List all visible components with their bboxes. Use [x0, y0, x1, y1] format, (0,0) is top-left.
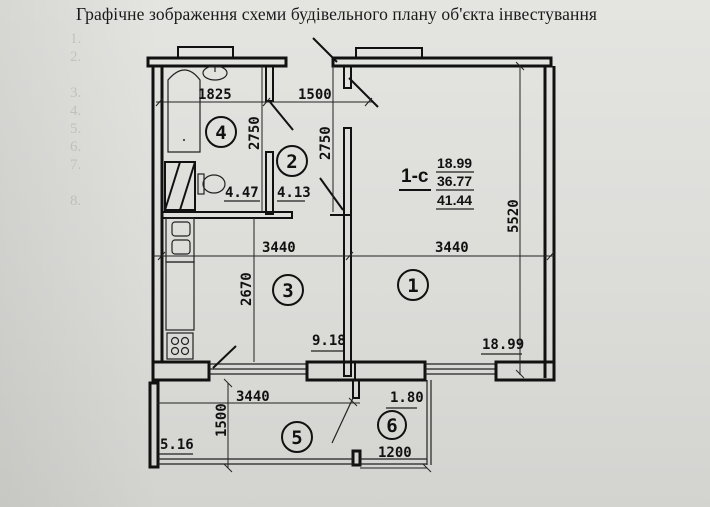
- dimension-lines: [153, 61, 555, 473]
- right-wall: [543, 66, 556, 378]
- usable-area: 36.77: [437, 173, 472, 189]
- door-living-top: [348, 77, 379, 108]
- living-area: 18.99: [437, 155, 472, 171]
- apartment-type: 1-c: [401, 166, 429, 187]
- bath-bottom-wall: [161, 211, 293, 219]
- area-room-3: 9.18: [312, 333, 346, 349]
- svg-text:6: 6: [386, 415, 397, 437]
- top-wall-right: [331, 47, 553, 68]
- dim-kitchen-width: 3440: [262, 240, 296, 256]
- area-room-1: 18.99: [482, 337, 524, 353]
- room-marker-6: 6: [377, 410, 407, 440]
- room-marker-3: 3: [272, 274, 304, 306]
- svg-text:5: 5: [291, 427, 302, 449]
- shadow: [0, 0, 160, 507]
- hall-partition: [343, 127, 352, 377]
- svg-text:1: 1: [407, 275, 418, 297]
- bath-partition: [265, 65, 274, 102]
- door-bath: [269, 101, 294, 131]
- dim-living-width: 3440: [435, 240, 469, 256]
- hall-partition-top: [343, 65, 352, 89]
- bleed-through-text: 1. 2. 3. 4. 5. 6. 7. 8.: [70, 30, 630, 210]
- dim-bath-width: 1825: [198, 87, 232, 103]
- top-wall-left: [146, 46, 288, 68]
- door-hall: [319, 177, 344, 211]
- svg-text:4: 4: [215, 122, 226, 144]
- kitchen-sink-icon: [165, 217, 195, 263]
- room-marker-1: 1: [397, 269, 429, 301]
- dim-kitchen-depth: 2670: [239, 272, 255, 306]
- left-wall: [151, 66, 164, 362]
- room-marker-5: 5: [281, 421, 313, 453]
- bathtub-icon: [167, 69, 201, 153]
- room-marker-2: 2: [276, 145, 308, 177]
- dim-living-depth: 5520: [506, 199, 522, 233]
- ghost-line: 1.: [70, 31, 82, 47]
- dim-loggia-width: 1200: [378, 445, 412, 461]
- dim-balcony-depth: 1500: [214, 403, 230, 437]
- dim-balcony-width: 3440: [236, 389, 270, 405]
- svg-text:3: 3: [282, 280, 293, 302]
- ghost-line: 7.: [70, 157, 82, 173]
- svg-text:2: 2: [286, 151, 297, 173]
- area-room-2: 4.13: [277, 185, 311, 201]
- ghost-line: 6.: [70, 139, 82, 155]
- balcony-outline: [148, 379, 432, 469]
- dim-hall-width: 1500: [298, 87, 332, 103]
- stove-icon: [166, 332, 194, 360]
- page-title: Графічне зображення схеми будівельного п…: [76, 4, 598, 24]
- toilet-icon: [197, 173, 226, 195]
- door-kitchen-balcony: [212, 345, 237, 369]
- countertop: [165, 261, 195, 331]
- balcony-arrow: [331, 397, 354, 444]
- washing-machine-icon: [164, 161, 196, 211]
- sink-icon: [202, 65, 228, 81]
- ghost-line: 2.: [70, 49, 82, 65]
- ghost-line: 4.: [70, 103, 82, 119]
- bath-partition-lower: [265, 151, 274, 215]
- area-room-4: 4.47: [225, 185, 259, 201]
- area-room-6: 1.80: [390, 390, 424, 406]
- ghost-line: 8.: [70, 193, 82, 209]
- ghost-line: 5.: [70, 121, 82, 137]
- room-marker-4: 4: [205, 116, 237, 148]
- dim-hall-depth: 2750: [318, 126, 334, 160]
- door-entrance: [312, 37, 338, 63]
- apartment-summary: 1-c 18.99 36.77 41.44: [399, 155, 474, 210]
- total-area: 41.44: [437, 192, 472, 208]
- bottom-wall: [151, 360, 556, 382]
- dim-bath-depth: 2750: [247, 116, 263, 150]
- ghost-line: 3.: [70, 85, 82, 101]
- area-room-5: 5.16: [160, 437, 194, 453]
